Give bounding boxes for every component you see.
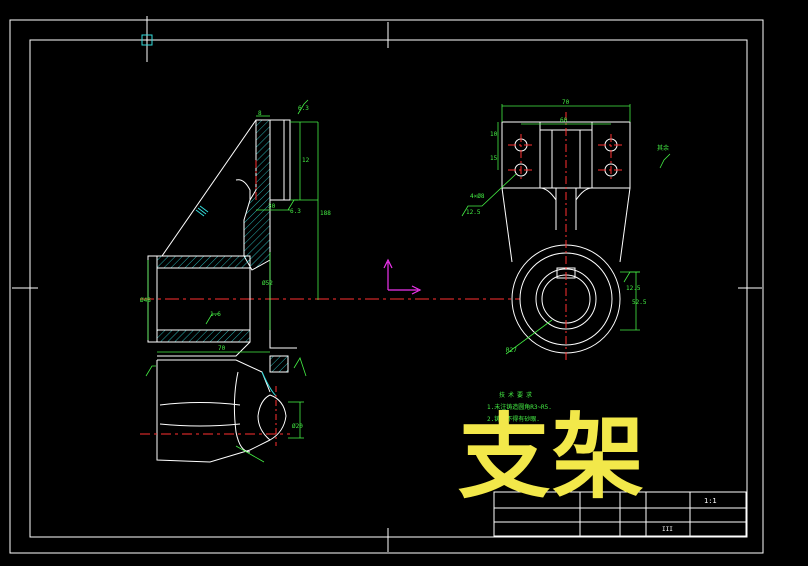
dim-left-rough-low: 1.6 bbox=[210, 311, 221, 318]
notes-heading: 技术要求 bbox=[499, 392, 536, 399]
dim-left-top: 8 bbox=[258, 110, 262, 117]
dim-left-rough-mid: 6.3 bbox=[290, 208, 301, 215]
dim-left-bore-dia: Ø48 bbox=[140, 297, 151, 304]
dim-left-30: 30 bbox=[268, 203, 276, 210]
title-block bbox=[493, 491, 747, 537]
dim-left-rough-top: 6.3 bbox=[298, 105, 309, 112]
drawing-title: 支架 bbox=[458, 404, 647, 511]
dim-right-holes: 4×Ø8 bbox=[470, 193, 485, 200]
left-section-view bbox=[147, 119, 297, 357]
dim-right-bore-height: 52.5 bbox=[632, 299, 647, 306]
corner-rough-mark: 其余 bbox=[657, 144, 669, 152]
sheet-mark: III bbox=[662, 526, 673, 533]
notes-line-1: 1.未注铸造圆角R3~R5. bbox=[487, 404, 552, 411]
dim-left-total: 188 bbox=[320, 210, 331, 217]
dim-right-holes-spacing: 60 bbox=[560, 117, 568, 124]
left-dimensions bbox=[147, 99, 319, 353]
dim-left-bottom: 70 bbox=[218, 345, 226, 352]
dim-right-radius: R27 bbox=[506, 347, 517, 354]
notes-line-2: 2.铸件不得有砂眼. bbox=[487, 416, 540, 423]
lower-dimensions bbox=[145, 357, 307, 463]
dim-left-12: 12 bbox=[302, 157, 310, 164]
right-dimensions bbox=[461, 104, 671, 355]
dim-right-rough-left: 12.5 bbox=[466, 209, 481, 216]
right-front-view bbox=[501, 112, 631, 360]
dim-right-rough-right: 12.5 bbox=[626, 285, 641, 292]
centering-marks bbox=[12, 16, 762, 552]
dim-right-10: 10 bbox=[490, 131, 498, 138]
dim-left-bore-height: Ø52 bbox=[262, 280, 273, 287]
ucs-icon bbox=[383, 258, 422, 295]
scale-label: 1:1 bbox=[704, 497, 717, 505]
dim-right-top: 70 bbox=[562, 99, 570, 106]
lower-partial-view bbox=[140, 355, 290, 463]
dim-right-15: 15 bbox=[490, 155, 498, 162]
dim-section: Ø20 bbox=[292, 423, 303, 430]
technical-notes: 技术要求 1.未注铸造圆角R3~R5. 2.铸件不得有砂眼. bbox=[487, 390, 552, 426]
outer-frame bbox=[9, 19, 764, 554]
